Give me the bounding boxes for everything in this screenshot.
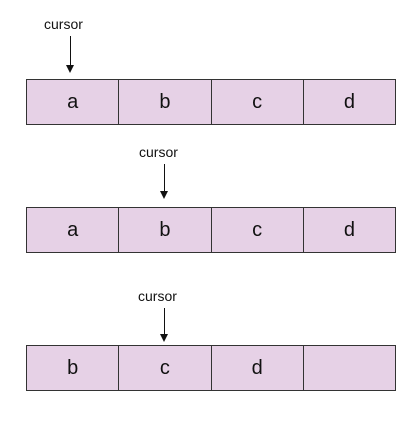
- cell: b: [118, 207, 212, 253]
- cell: a: [26, 79, 120, 125]
- cell: d: [210, 345, 304, 391]
- cursor-label: cursor: [138, 288, 177, 304]
- cell: b: [26, 345, 120, 391]
- cell: d: [302, 207, 396, 253]
- cell: b: [118, 79, 212, 125]
- cell: a: [26, 207, 120, 253]
- cursor-arrow-shaft: [164, 308, 165, 335]
- cell-row: a b c d: [26, 79, 396, 125]
- cursor-arrow-shaft: [164, 164, 165, 192]
- cursor-arrow-shaft: [70, 36, 71, 66]
- cell-row: b c d: [26, 345, 396, 391]
- cell: c: [210, 207, 304, 253]
- cursor-arrow-head: [160, 191, 168, 199]
- cursor-label: cursor: [139, 144, 178, 160]
- cell: d: [302, 79, 396, 125]
- cell: c: [210, 79, 304, 125]
- cursor-arrow-head: [160, 334, 168, 342]
- cursor-label: cursor: [44, 16, 83, 32]
- cursor-arrow-head: [66, 65, 74, 73]
- cell-row: a b c d: [26, 207, 396, 253]
- cell: c: [118, 345, 212, 391]
- cell: [302, 345, 396, 391]
